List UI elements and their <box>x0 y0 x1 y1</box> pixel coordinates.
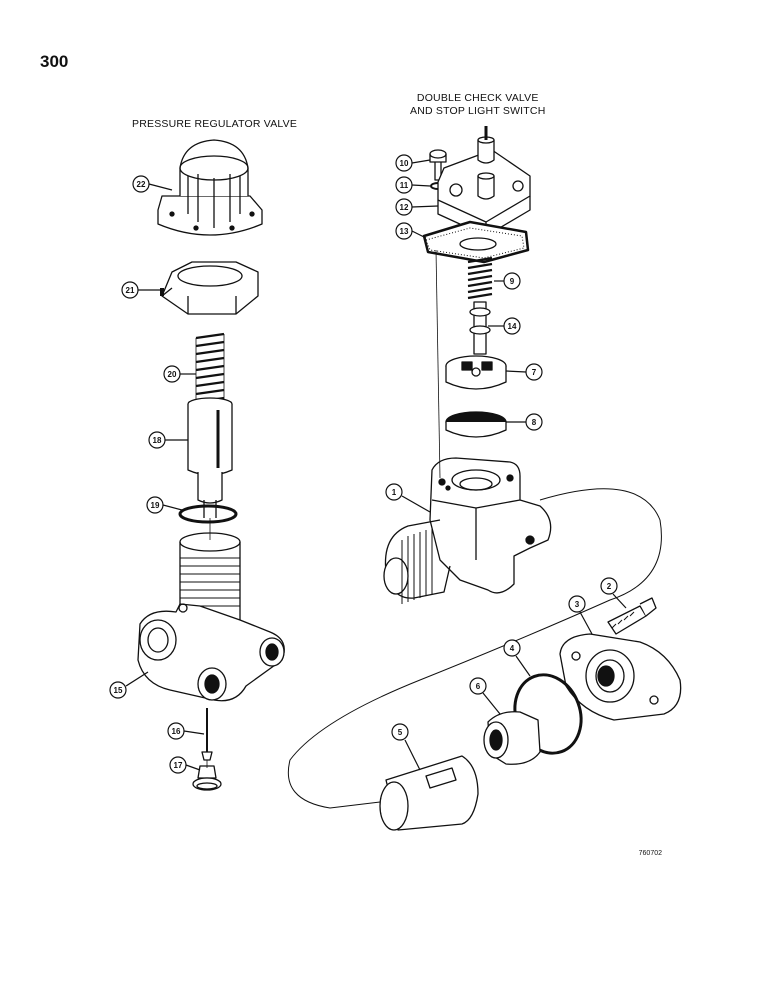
callout-21: 21 <box>121 281 162 299</box>
callout-17: 17 <box>169 756 201 774</box>
callout-8: 8 <box>506 413 543 431</box>
svg-text:6: 6 <box>476 682 481 691</box>
svg-text:16: 16 <box>172 727 181 736</box>
callout-16: 16 <box>167 722 205 740</box>
part-19-o-ring <box>178 504 238 524</box>
svg-text:13: 13 <box>400 227 409 236</box>
callout-1: 1 <box>385 483 431 513</box>
part-10-screw <box>429 149 447 181</box>
callout-7: 7 <box>505 363 543 381</box>
callout-10: 10 <box>395 154 431 172</box>
svg-text:20: 20 <box>168 370 177 379</box>
svg-text:9: 9 <box>510 277 515 286</box>
callout-14: 14 <box>488 317 521 335</box>
part-18-plunger <box>187 397 233 518</box>
svg-text:21: 21 <box>126 286 135 295</box>
callout-15: 15 <box>109 671 149 699</box>
svg-text:22: 22 <box>137 180 146 189</box>
svg-text:7: 7 <box>532 368 537 377</box>
svg-text:4: 4 <box>510 644 515 653</box>
svg-text:2: 2 <box>607 582 612 591</box>
svg-text:12: 12 <box>400 203 409 212</box>
svg-text:14: 14 <box>508 322 517 331</box>
svg-text:1: 1 <box>392 488 397 497</box>
callout-3: 3 <box>568 595 593 635</box>
part-15-valve-body <box>137 532 285 702</box>
callout-22: 22 <box>132 175 173 193</box>
part-6-bushing <box>483 711 541 765</box>
part-5-sleeve <box>379 755 479 831</box>
svg-text:8: 8 <box>532 418 537 427</box>
page-number: 300 <box>40 52 69 71</box>
part-14-stem <box>469 301 491 355</box>
svg-text:15: 15 <box>114 686 123 695</box>
svg-text:3: 3 <box>575 600 580 609</box>
callout-13: 13 <box>395 222 427 240</box>
callout-20: 20 <box>163 365 196 383</box>
callout-9: 9 <box>494 272 521 290</box>
part-9-spring <box>467 256 493 300</box>
title-pressure-regulator-valve: PRESSURE REGULATOR VALVE <box>132 118 298 130</box>
part-16-pin <box>201 708 213 761</box>
svg-text:18: 18 <box>153 436 162 445</box>
title-line-2: AND STOP LIGHT SWITCH <box>410 105 546 117</box>
part-7-piston <box>445 355 507 390</box>
callout-6: 6 <box>469 677 501 715</box>
callout-11: 11 <box>395 176 431 194</box>
svg-text:5: 5 <box>398 728 403 737</box>
title-double-check-valve: DOUBLE CHECK VALVE AND STOP LIGHT SWITCH <box>410 92 545 118</box>
callout-12: 12 <box>395 198 439 216</box>
part-22-cap <box>157 139 263 236</box>
title-line-1: DOUBLE CHECK VALVE <box>416 92 539 104</box>
svg-text:19: 19 <box>151 501 160 510</box>
svg-text:17: 17 <box>174 761 183 770</box>
drawing-reference-number: 760702 <box>638 850 662 857</box>
part-13-gasket <box>422 220 530 264</box>
part-1-housing <box>383 457 552 604</box>
part-17-valve-disc <box>192 765 222 791</box>
assembly-outline <box>287 488 662 809</box>
callout-4: 4 <box>503 639 531 677</box>
svg-text:11: 11 <box>400 181 409 190</box>
part-2-bolt <box>607 597 657 635</box>
part-12-stop-light-switch <box>437 126 531 237</box>
callout-18: 18 <box>148 431 188 449</box>
callout-5: 5 <box>391 723 421 771</box>
callout-2: 2 <box>600 577 627 609</box>
part-21-hex-nut <box>160 261 259 315</box>
callout-19: 19 <box>146 496 183 514</box>
svg-text:10: 10 <box>400 159 409 168</box>
part-3-flange-cover <box>559 633 682 721</box>
part-8-seal <box>445 411 507 438</box>
alignment-line <box>435 249 441 479</box>
